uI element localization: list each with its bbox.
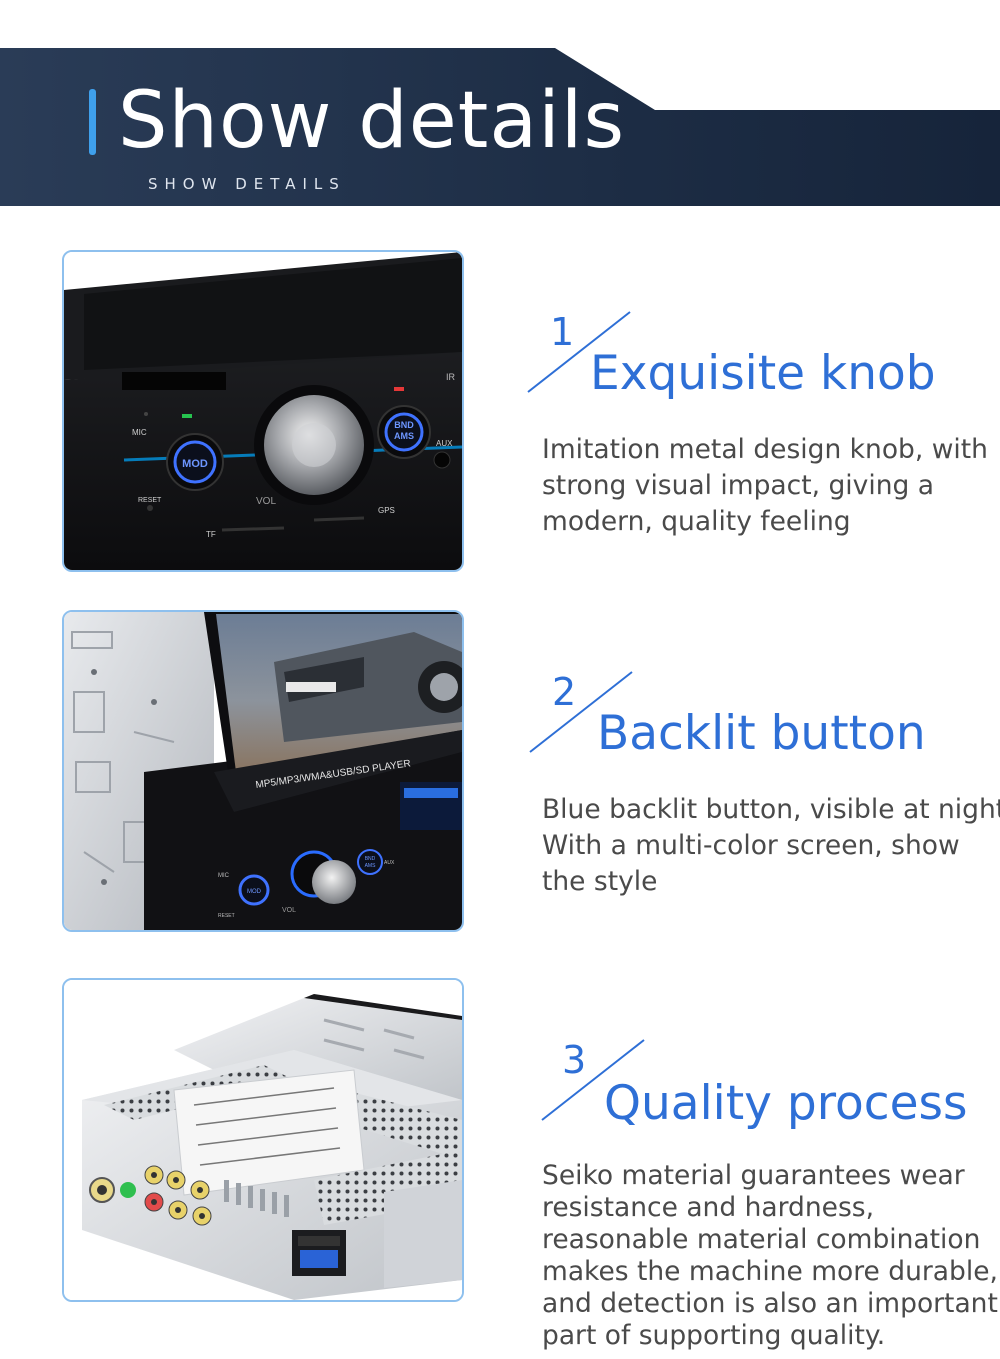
page-subtitle: SHOW DETAILS <box>148 175 346 193</box>
mic-label: MIC <box>132 428 147 437</box>
feature-number: 2 <box>552 670 577 714</box>
mod-label-2: MOD <box>247 889 262 895</box>
aux-label: AUX <box>436 439 453 448</box>
ams-label: AMS <box>394 431 414 441</box>
vol-label: VOL <box>256 496 276 507</box>
ams-label-2: AMS <box>365 863 377 869</box>
tf-label: TF <box>206 530 216 539</box>
description-line: the style <box>542 866 658 897</box>
feature-number: 3 <box>562 1038 587 1082</box>
description-line: Seiko material guarantees wear <box>542 1160 965 1191</box>
mod-button-label: MOD <box>182 458 208 470</box>
vol-label-2: VOL <box>282 907 296 914</box>
description-line: With a multi-color screen, show <box>542 830 960 861</box>
aux-label-2: AUX <box>384 860 395 866</box>
description-line: part of supporting quality. <box>542 1320 886 1351</box>
description-line: Blue backlit button, visible at night <box>542 794 1000 825</box>
feature-title: Backlit button <box>597 706 926 761</box>
feature-title: Quality process <box>604 1076 968 1131</box>
page-title: Show details <box>118 76 626 166</box>
screen-photo: MP5/MP3/WMA&USB/SD PLAYER MOD BND AMS MI… <box>62 610 464 932</box>
reset-label-2: RESET <box>218 913 235 919</box>
feature-title: Exquisite knob <box>590 346 936 401</box>
feature-description: Seiko material guarantees wear resistanc… <box>542 1160 998 1352</box>
chassis-photo <box>62 978 464 1302</box>
bnd-label-2: BND <box>365 856 376 862</box>
reset-label: RESET <box>138 497 162 504</box>
banner-shape <box>0 48 1000 206</box>
slash-divider <box>529 671 633 753</box>
description-line: and detection is also an important <box>542 1288 998 1319</box>
feature-description: Blue backlit button, visible at night Wi… <box>542 792 1000 900</box>
feature-description: Imitation metal design knob, with strong… <box>542 432 988 540</box>
header-banner: Show details SHOW DETAILS <box>0 0 1000 210</box>
gps-label: GPS <box>378 506 395 515</box>
feature-number: 1 <box>550 310 575 354</box>
slash-divider <box>527 311 631 393</box>
bnd-label: BND <box>394 420 414 430</box>
title-accent-bar <box>89 89 96 155</box>
description-line: modern, quality feeling <box>542 506 851 537</box>
ir-label: IR <box>446 372 456 382</box>
description-line: resistance and hardness, <box>542 1192 875 1223</box>
slash-divider <box>541 1039 645 1121</box>
knob-photo: MOD BND AMS MIC RESET AUX VOL GPS TF IR <box>62 250 464 572</box>
description-line: makes the machine more durable, <box>542 1256 998 1287</box>
mic-label-2: MIC <box>218 873 230 879</box>
description-line: Imitation metal design knob, with <box>542 434 988 465</box>
description-line: reasonable material combination <box>542 1224 981 1255</box>
description-line: strong visual impact, giving a <box>542 470 934 501</box>
